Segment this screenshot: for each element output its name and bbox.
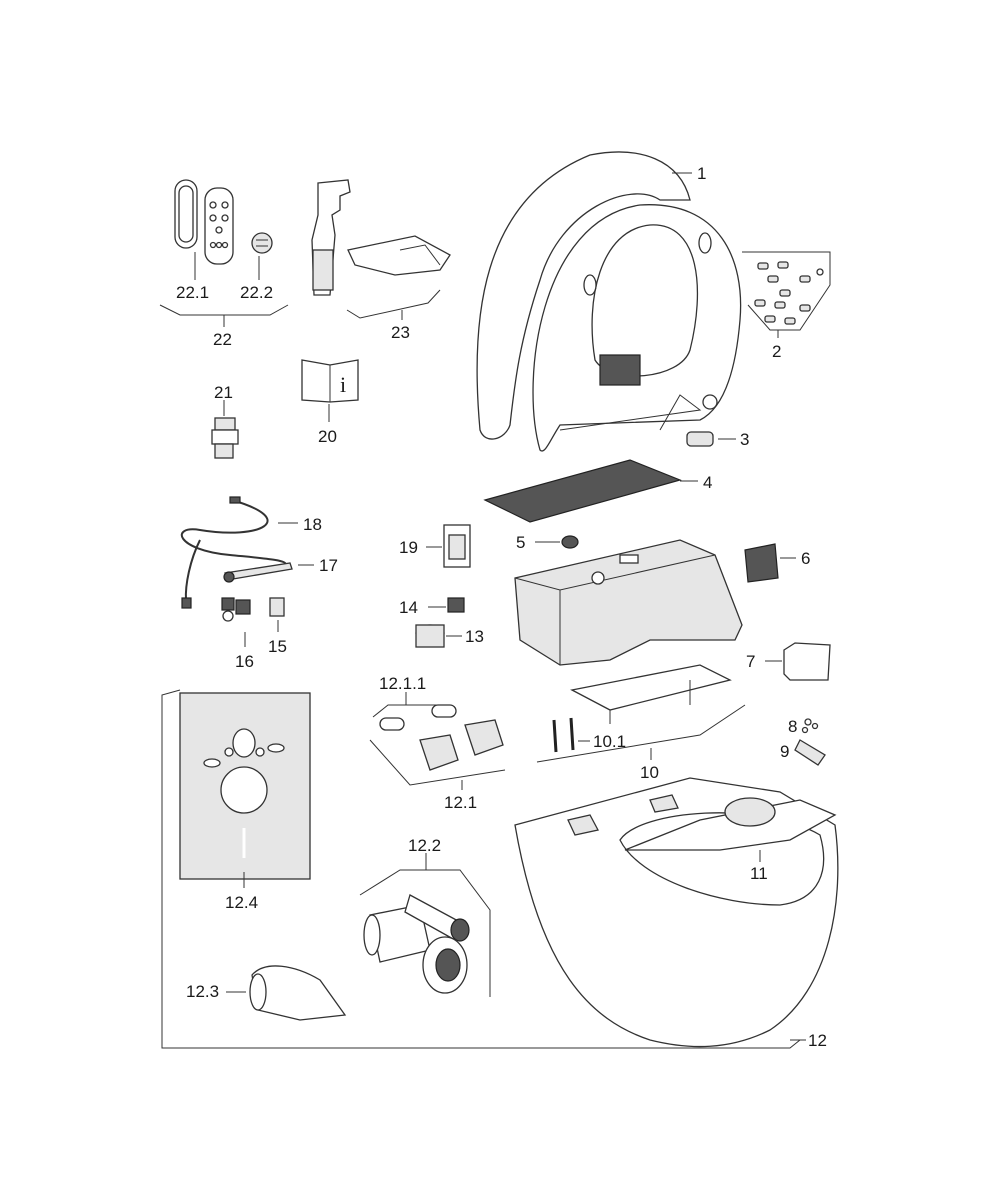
- part-screws: [552, 717, 575, 753]
- part-seat-and-lid: [476, 151, 742, 452]
- label-9: 9: [780, 742, 789, 761]
- part-mounting-plate: [570, 664, 732, 724]
- part-filter-grille: [744, 543, 779, 583]
- part-manual: i: [301, 359, 359, 403]
- label-10: 10: [640, 763, 659, 782]
- label-22-1: 22.1: [176, 283, 209, 302]
- part-threaded-fitting: [415, 624, 445, 648]
- label-8: 8: [788, 717, 797, 736]
- manual-info-icon: i: [340, 372, 346, 397]
- label-12-2: 12.2: [408, 836, 441, 855]
- label-11: 11: [750, 864, 768, 883]
- label-4: 4: [703, 473, 712, 492]
- label-12-1: 12.1: [444, 793, 477, 812]
- part-sound-insulation-pad: [179, 692, 311, 880]
- part-cube-module: [783, 642, 831, 681]
- label-6: 6: [801, 549, 810, 568]
- label-17: 17: [319, 556, 338, 575]
- part-wall-holder: [251, 232, 273, 254]
- part-remote-control: [204, 187, 234, 265]
- part-cable-gland: [211, 417, 239, 459]
- label-22: 22: [213, 330, 232, 349]
- part-connection-pipe: [223, 562, 293, 583]
- label-5: 5: [516, 533, 525, 552]
- part-o-rings: [801, 718, 819, 734]
- part-hose: [180, 496, 287, 609]
- part-cleaning-cloth: [347, 235, 451, 276]
- part-bracket: [443, 524, 471, 568]
- label-7: 7: [746, 652, 755, 671]
- label-21: 21: [214, 383, 233, 402]
- label-22-2: 22.2: [240, 283, 273, 302]
- part-cover-plate: [483, 459, 682, 523]
- part-flush-bend: [363, 894, 470, 994]
- part-adapter: [269, 597, 285, 617]
- part-hinge-connector: [686, 431, 714, 447]
- label-3: 3: [740, 430, 749, 449]
- label-16: 16: [235, 652, 254, 671]
- part-remote-cover: [174, 179, 198, 249]
- label-2: 2: [772, 342, 781, 361]
- label-14: 14: [399, 598, 418, 617]
- label-12-3: 12.3: [186, 982, 219, 1001]
- part-nipple: [447, 597, 465, 613]
- part-cleaning-spray: [311, 179, 351, 296]
- label-12-1-1: 12.1.1: [379, 674, 426, 693]
- part-small-clip: [561, 535, 579, 549]
- label-15: 15: [268, 637, 287, 656]
- label-12: 12: [808, 1031, 827, 1050]
- part-nozzle: [794, 739, 826, 766]
- part-main-housing: [514, 539, 743, 666]
- label-10-1: 10.1: [593, 732, 626, 751]
- label-1: 1: [697, 164, 706, 183]
- part-angle-valve: [221, 597, 251, 622]
- label-19: 19: [399, 538, 418, 557]
- part-buffers: [742, 251, 831, 331]
- label-23: 23: [391, 323, 410, 342]
- part-bowl-insert: [624, 797, 837, 851]
- part-fixing-set: [379, 704, 504, 771]
- label-12-4: 12.4: [225, 893, 258, 912]
- part-connector-cover: [249, 965, 347, 1021]
- label-20: 20: [318, 427, 337, 446]
- label-18: 18: [303, 515, 322, 534]
- label-13: 13: [465, 627, 484, 646]
